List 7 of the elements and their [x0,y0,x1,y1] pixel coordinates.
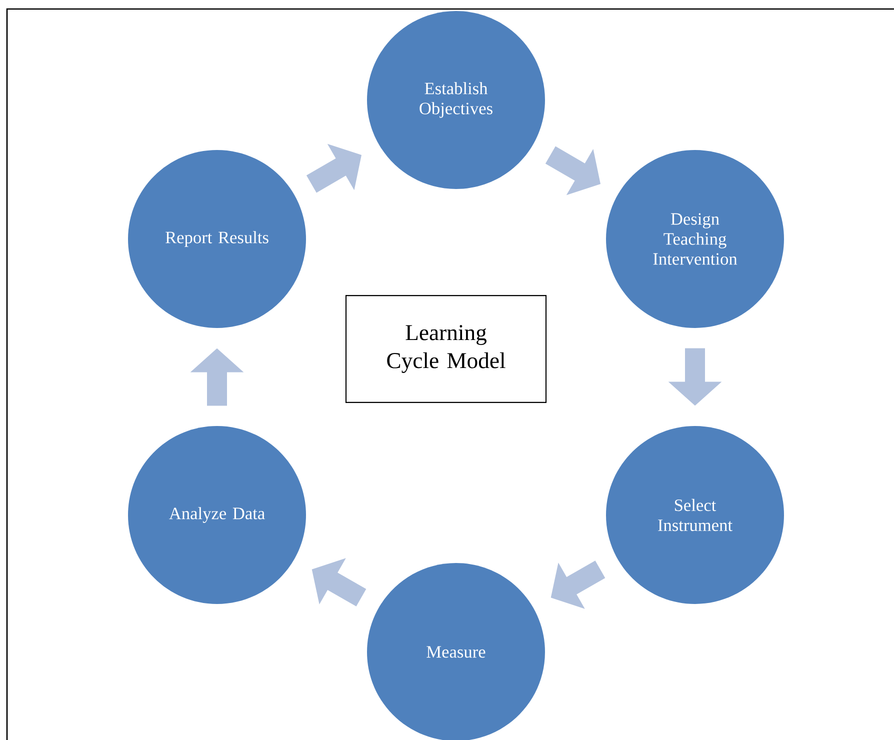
title-box: Learning Cycle Model [345,295,547,403]
circle-node: Design Teaching Intervention [606,150,784,328]
circle-node: Analyze Data [128,426,306,604]
block-arrow [306,144,362,193]
circle-node: Establish Objectives [367,11,545,189]
circle-node: Report Results [128,150,306,328]
circle-node: Select Instrument [606,426,784,604]
